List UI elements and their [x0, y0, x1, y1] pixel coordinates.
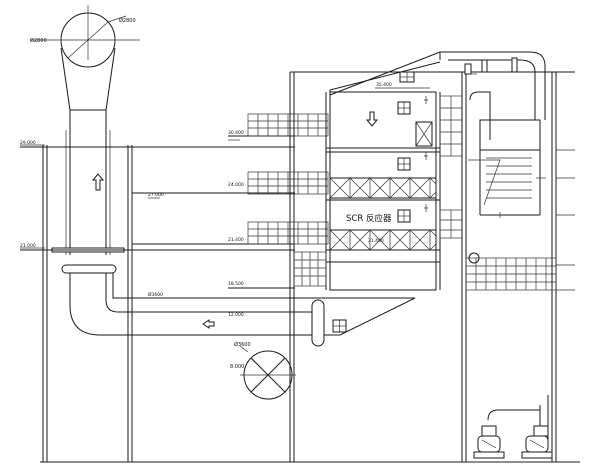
heater-support-triangle — [468, 159, 501, 206]
left-structure — [20, 144, 295, 462]
inlet-hood-inner — [448, 59, 536, 98]
reactor-mark-1 — [424, 96, 428, 104]
stack-neck — [60, 47, 116, 111]
heater-box — [479, 119, 541, 151]
down-flow-arrow-icon — [365, 111, 379, 127]
bypass-duct-bend — [469, 91, 491, 140]
pump-2-motor — [533, 425, 549, 437]
catalyst-layer-2-dividers — [349, 230, 431, 250]
outlet-expansion-joint — [311, 299, 325, 347]
floor-lines — [132, 135, 295, 289]
heater-lower-box — [479, 150, 541, 216]
right-duct — [461, 91, 546, 290]
outlet-horizontal-duct — [200, 311, 312, 336]
bypass-round-port — [468, 252, 480, 264]
sootblower-diag-2 — [415, 121, 433, 147]
stack-connection-pipe — [112, 273, 320, 299]
catalyst-layer-2-hatch — [329, 229, 437, 251]
outlet-duct-lower-curve — [69, 273, 200, 336]
stack-assembly — [30, 5, 320, 336]
reactor-title-label: SCR 反应器 — [346, 213, 392, 224]
grating-platform-2-grid — [248, 172, 328, 194]
pump-2-base — [521, 451, 553, 459]
platform-gratings — [247, 113, 329, 245]
level-f-label: 12.000 — [228, 312, 244, 318]
right-platform-gratings — [293, 95, 557, 291]
top-valve-2 — [481, 59, 488, 73]
inlet-hood-left — [329, 51, 530, 96]
inlet-duct-top — [329, 51, 546, 98]
inlet-hood-right — [439, 51, 546, 98]
pump-assembly — [473, 395, 553, 459]
level-a-label: 30.400 — [228, 130, 244, 136]
stack-top-elev-label: Ø2800 — [30, 37, 47, 44]
stack-diameter-label: Ø2800 — [119, 17, 136, 24]
fan-leader — [239, 345, 249, 353]
stack-diameter-leader — [107, 15, 127, 23]
outlet-duct-upper-curve — [105, 273, 200, 313]
heater-coils — [486, 157, 532, 199]
left-level-1-label: 29.000 — [20, 140, 36, 146]
catalyst-layer-1-dividers — [349, 178, 431, 198]
catalyst-layer-1-hatch — [329, 177, 437, 199]
catalyst-layer-1 — [329, 177, 437, 199]
level-c-label: 24.000 — [228, 182, 244, 188]
pump-1-hatch — [481, 439, 497, 449]
stack-body — [69, 110, 107, 255]
pump-pipe-1 — [487, 409, 540, 421]
sootblower-box — [415, 121, 433, 147]
fan-label-1: Ø3600 — [234, 341, 251, 348]
pump-1-motor — [481, 425, 497, 437]
scr-reactor — [325, 91, 441, 291]
up-flow-arrow-icon — [91, 173, 105, 191]
left-lower-grating-grid — [294, 252, 326, 286]
level-e-label: 18.500 — [228, 281, 244, 287]
top-valve-3 — [511, 57, 518, 73]
grating-platform-1-grid — [248, 114, 328, 136]
left-level-2-label: 21.000 — [20, 243, 36, 249]
level-b-label: 27.000 — [148, 192, 164, 198]
duct-note-label: Ø3600 — [148, 291, 163, 298]
outlet-hopper — [320, 297, 416, 336]
stack-flange-lower — [61, 264, 117, 274]
stack-outer-wall — [65, 130, 111, 255]
grating-platform-3-grid — [248, 222, 328, 244]
left-flow-arrow-icon — [202, 319, 215, 329]
reactor-mark-3 — [424, 204, 428, 212]
outlet-duct — [200, 297, 416, 347]
roof-level-label: 35.400 — [376, 82, 392, 88]
fan-label-2: 8.000 — [230, 364, 244, 370]
right-grating-lower-grid — [466, 258, 556, 290]
catalyst-layer-2 — [329, 229, 437, 251]
pump-2-hatch — [529, 439, 545, 449]
inlet-roof-line — [329, 61, 441, 95]
level-d-label: 21.400 — [228, 237, 244, 243]
catalyst-level-label: 21.400 — [368, 238, 384, 244]
fan-assembly — [239, 345, 296, 400]
right-grating-mid-grid — [440, 210, 462, 238]
top-valve-1 — [464, 63, 472, 75]
pump-1-base — [473, 451, 505, 459]
reactor-mark-2 — [424, 152, 428, 160]
right-grating-upper-grid — [440, 96, 462, 156]
